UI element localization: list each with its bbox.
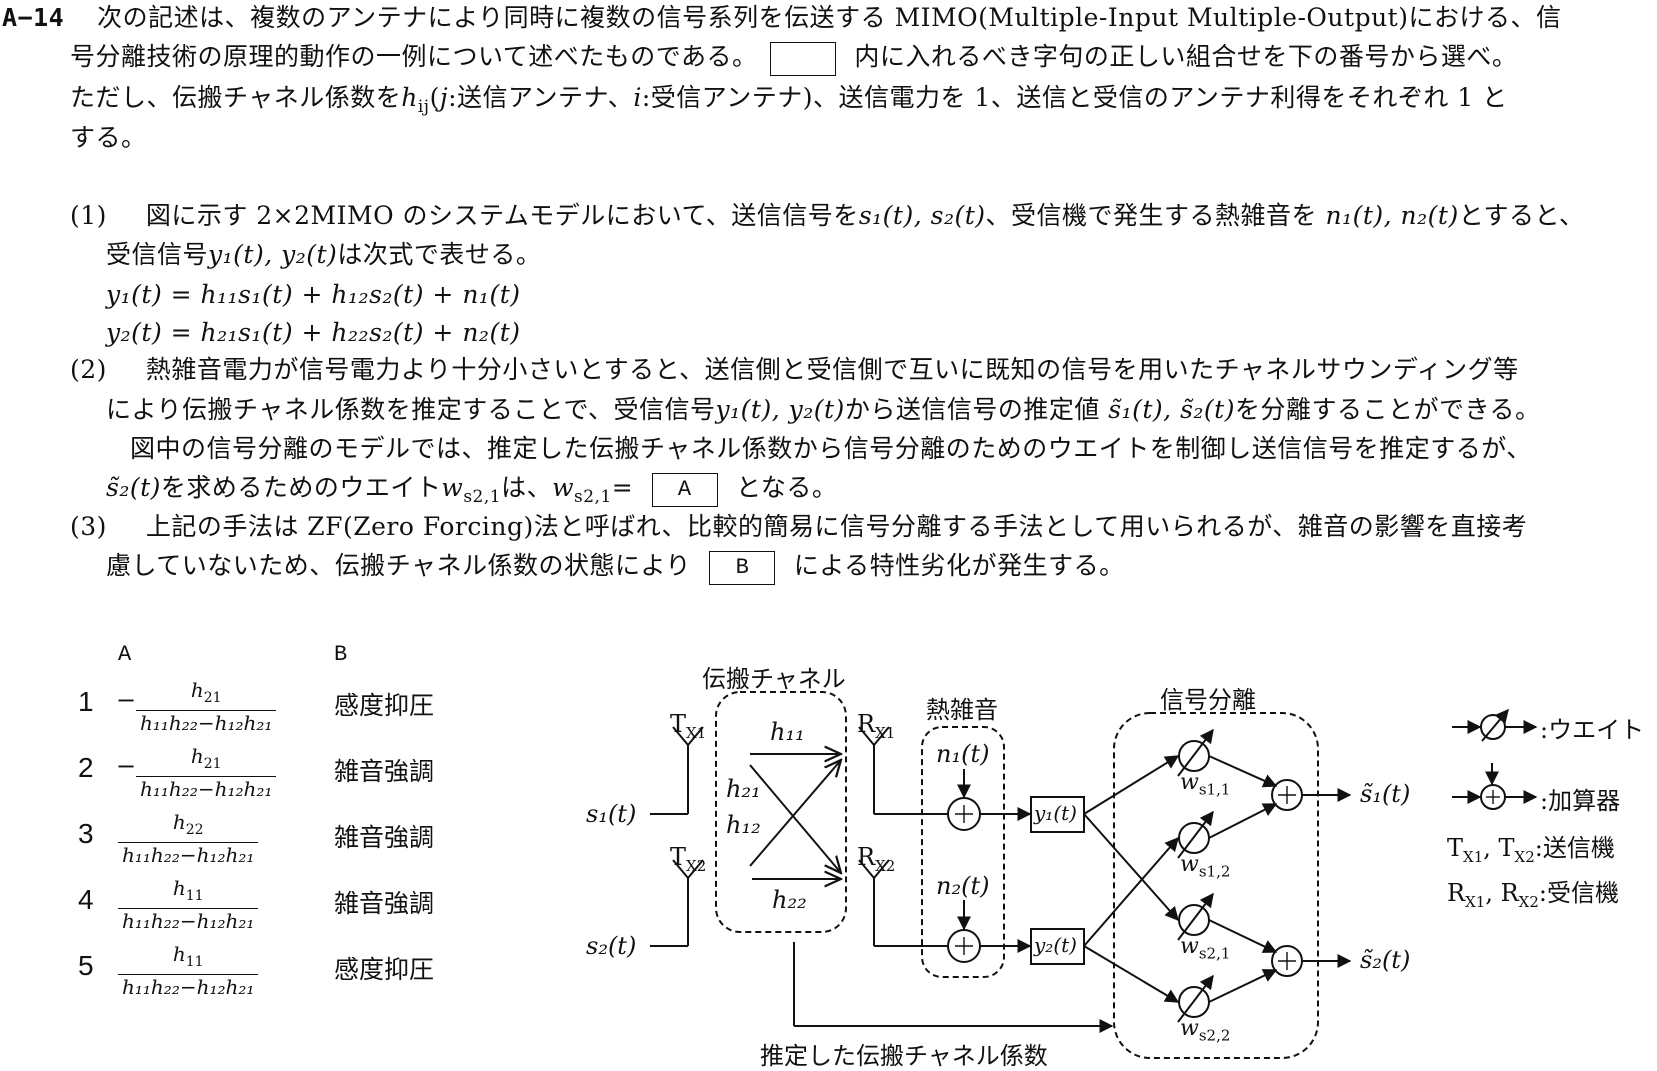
legend-tx: TX1, TX2:送信機 (1447, 834, 1615, 866)
fraction-a: h21 h₁₁h₂₂−h₁₂h₂₁ (136, 744, 277, 801)
math-signals: s₁(t), s₂(t) (858, 201, 986, 230)
ws22-label: ws2,2 (1180, 1016, 1231, 1045)
item-3-line-2: 慮していないため、伝搬チャネル係数の状態により B による特性劣化が発生する。 (106, 550, 1125, 585)
minus-sign: − (116, 686, 137, 714)
item-2-line-1: (2) 熱雑音電力が信号電力より十分小さいとすると、送信側と受信側で互いに既知の… (70, 355, 1519, 384)
fraction-a: h11 h₁₁h₂₂−h₁₂h₂₁ (118, 942, 259, 999)
options-header-b: B (334, 642, 348, 667)
item-2-line-3: 図中の信号分離のモデルでは、推定した伝搬チャネル係数から信号分離のためのウエイト… (130, 434, 1532, 463)
separation-title: 信号分離 (1160, 686, 1256, 714)
legend-rx: RX1, RX2:受信機 (1447, 879, 1619, 911)
intro-text: する。 (70, 123, 147, 152)
option-number: 4 (78, 884, 94, 915)
option-b-value: 感度抑圧 (334, 691, 435, 720)
legend-weight-label: :ウエイト (1540, 716, 1645, 744)
math-estimates: s̃₁(t), s̃₂(t) (1108, 395, 1235, 424)
question-line-1: A−14 次の記述は、複数のアンテナにより同時に複数の信号系列を伝送する MIM… (2, 2, 1561, 34)
channel-title: 伝搬チャネル (702, 665, 846, 693)
separation-box (1113, 712, 1319, 1059)
item-1-line-2: 受信信号y₁(t), y₂(t)は次式で表せる。 (106, 240, 542, 269)
option-row[interactable]: 4 h11 h₁₁h₂₂−h₁₂h₂₁ 雑音強調 (78, 874, 478, 933)
estimated-channel-label: 推定した伝搬チャネル係数 (760, 1042, 1048, 1070)
h11-label: h₁₁ (770, 718, 805, 746)
item-3-line-1: (3) 上記の手法は ZF(Zero Forcing)法と呼ばれ、比較的簡易に信… (70, 512, 1528, 541)
question-line-2: 号分離技術の原理的動作の一例について述べたものである。 内に入れるべき字句の正し… (70, 41, 1517, 76)
s1-estimate-label: s̃₁(t) (1360, 780, 1411, 808)
intro-text: 号分離技術の原理的動作の一例について述べたものである。 (70, 42, 758, 71)
option-row[interactable]: 2 − h21 h₁₁h₂₂−h₁₂h₂₁ 雑音強調 (78, 742, 478, 801)
tx1-antenna-icon (650, 726, 704, 815)
fraction-a: h21 h₁₁h₂₂−h₁₂h₂₁ (136, 678, 277, 735)
noise-box (921, 726, 1005, 978)
math-received: y₁(t), y₂(t) (208, 240, 338, 269)
h12-label: h₁₂ (726, 811, 761, 839)
intro-text: ただし、伝搬チャネル係数を (70, 83, 402, 112)
noise-title: 熱雑音 (926, 696, 998, 724)
fraction-a: h11 h₁₁h₂₂−h₁₂h₂₁ (118, 876, 259, 933)
option-row[interactable]: 1 − h21 h₁₁h₂₂−h₁₂h₂₁ 感度抑圧 (78, 676, 478, 735)
intro-text: 内に入れるべき字句の正しい組合せを下の番号から選べ。 (854, 42, 1518, 71)
blank-box-empty (769, 41, 836, 76)
fraction-a: h22 h₁₁h₂₂−h₁₂h₂₁ (118, 810, 259, 867)
question-line-3: ただし、伝搬チャネル係数をhij(j:送信アンテナ、i:受信アンテナ)、送信電力… (70, 83, 1508, 117)
ws12-label: ws1,2 (1180, 852, 1231, 881)
option-row[interactable]: 3 h22 h₁₁h₂₂−h₁₂h₂₁ 雑音強調 (78, 808, 478, 867)
option-row[interactable]: 5 h11 h₁₁h₂₂−h₁₂h₂₁ 感度抑圧 (78, 940, 478, 999)
item-2-line-2: により伝搬チャネル係数を推定することで、受信信号y₁(t), y₂(t)から送信… (106, 395, 1541, 424)
tx2-label: TX2 (670, 843, 707, 875)
option-b-value: 雑音強調 (334, 889, 435, 918)
channel-box (715, 691, 847, 933)
rx1-antenna-icon (858, 726, 890, 814)
math-hij: hij (401, 83, 430, 117)
n1-label: n₁(t) (936, 740, 990, 768)
n2-label: n₂(t) (936, 872, 990, 900)
legend-adder-icon (1452, 763, 1538, 810)
option-number: 1 (78, 686, 94, 717)
legend-weight-icon (1452, 708, 1538, 742)
s1-label: s₁(t) (586, 800, 637, 828)
tx2-antenna-icon (650, 859, 704, 947)
s2-estimate-label: s̃₂(t) (1360, 946, 1411, 974)
options-header-a: A (118, 642, 132, 667)
y1-label: y₁(t) (1034, 801, 1077, 825)
rx2-label: RX2 (857, 843, 896, 875)
blank-a: A (651, 472, 718, 507)
option-number: 3 (78, 818, 94, 849)
item-1-line-1: (1) 図に示す 2×2MIMO のシステムモデルにおいて、送信信号をs₁(t)… (70, 201, 1585, 230)
h21-label: h₂₁ (726, 775, 761, 803)
math-noise: n₁(t), n₂(t) (1325, 201, 1459, 230)
question-line-4: する。 (70, 122, 147, 154)
item-label: (3) (70, 512, 107, 541)
equation-1: y₁(t) = h₁₁s₁(t) + h₁₂s₂(t) + n₁(t) (106, 280, 521, 309)
s2-label: s₂(t) (586, 932, 637, 960)
h22-label: h₂₂ (772, 886, 807, 914)
minus-sign: − (116, 752, 137, 780)
equation-2: y₂(t) = h₂₁s₁(t) + h₂₂s₂(t) + n₂(t) (106, 318, 521, 347)
intro-text: 次の記述は、複数のアンテナにより同時に複数の信号系列を伝送する MIMO(Mul… (97, 3, 1562, 32)
option-number: 5 (78, 950, 94, 981)
rx1-label: RX1 (857, 710, 896, 742)
option-b-value: 感度抑圧 (334, 955, 435, 984)
ws11-label: ws1,1 (1180, 770, 1231, 799)
rx2-antenna-icon (858, 859, 890, 946)
tx1-label: TX1 (670, 710, 707, 742)
option-number: 2 (78, 752, 94, 783)
ws21-label: ws2,1 (1180, 934, 1231, 963)
item-label: (1) (70, 201, 107, 230)
question-number: A−14 (2, 3, 65, 32)
item-label: (2) (70, 355, 107, 384)
item-2-line-4: s̃₂(t)を求めるためのウエイトws2,1は、ws2,1= A となる。 (106, 472, 838, 507)
y2-label: y₂(t) (1034, 933, 1077, 957)
option-b-value: 雑音強調 (334, 823, 435, 852)
option-b-value: 雑音強調 (334, 757, 435, 786)
legend-adder-label: :加算器 (1540, 787, 1621, 815)
blank-b: B (709, 550, 776, 585)
